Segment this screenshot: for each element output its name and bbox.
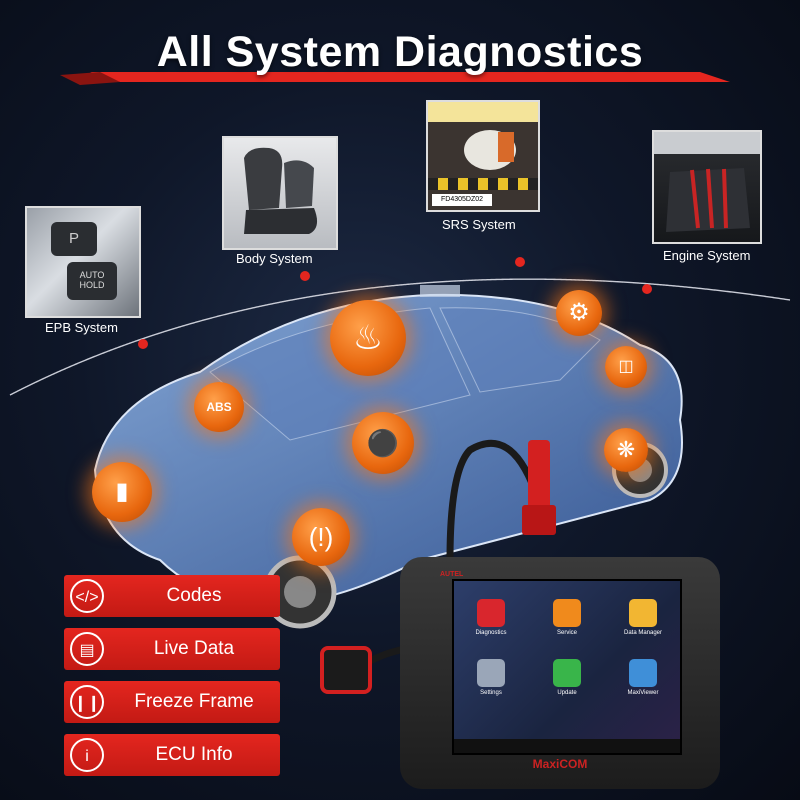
device-brand: MaxiCOM [532, 757, 588, 771]
wheel-icon: ❋ [604, 428, 648, 472]
app-diagnostics: Diagnostics [466, 599, 516, 636]
app-maxiviewer: MaxiViewer [618, 659, 668, 696]
crash-test-illustration [428, 102, 538, 210]
diagnostic-tablet: AUTEL Diagnostics Service Data Manager S… [400, 557, 720, 789]
engine-illustration [654, 132, 760, 232]
epb-system-label: EPB System [45, 320, 118, 335]
app-update: Update [542, 659, 592, 696]
abs-icon: ABS [194, 382, 244, 432]
app-service: Service [542, 599, 592, 636]
app-settings: Settings [466, 659, 516, 696]
tablet-screen: Diagnostics Service Data Manager Setting… [452, 579, 682, 755]
fuel-icon: ▮ [92, 462, 152, 522]
feature-freeze-frame: ❙❙ Freeze Frame [64, 681, 280, 723]
engine-system-image [652, 130, 762, 244]
car-seat-illustration [244, 147, 318, 234]
seat-icon: ♨ [330, 300, 406, 376]
obd-connector [320, 646, 372, 694]
srs-system-label: SRS System [442, 217, 516, 232]
airbag-icon: ⚫ [352, 412, 414, 474]
app-data-manager: Data Manager [618, 599, 668, 636]
battery-icon: ◫ [605, 346, 647, 388]
tablet-taskbar [454, 739, 680, 753]
body-system-image [222, 136, 338, 250]
srs-plate-caption: FD4305DZ02 [432, 194, 492, 206]
title-banner: All System Diagnostics [0, 20, 800, 90]
code-icon: </> [70, 579, 104, 613]
feature-ecu-info: i ECU Info [64, 734, 280, 776]
body-system-label: Body System [236, 251, 313, 266]
parking-brake-button: P [51, 222, 97, 256]
engine-system-label: Engine System [663, 248, 751, 263]
feature-codes: </> Codes [64, 575, 280, 617]
device-brand-small: AUTEL [440, 571, 464, 578]
tire-pressure-icon: (!) [292, 508, 350, 566]
pause-icon: ❙❙ [70, 685, 104, 719]
title-underline-swoosh [60, 72, 730, 85]
feature-live-data: ▤ Live Data [64, 628, 280, 670]
page-title: All System Diagnostics [156, 28, 644, 76]
info-icon: i [70, 738, 104, 772]
chart-icon: ▤ [70, 632, 104, 666]
gear-icon: ⚙ [556, 290, 602, 336]
srs-system-image: FD4305DZ02 [426, 100, 540, 212]
